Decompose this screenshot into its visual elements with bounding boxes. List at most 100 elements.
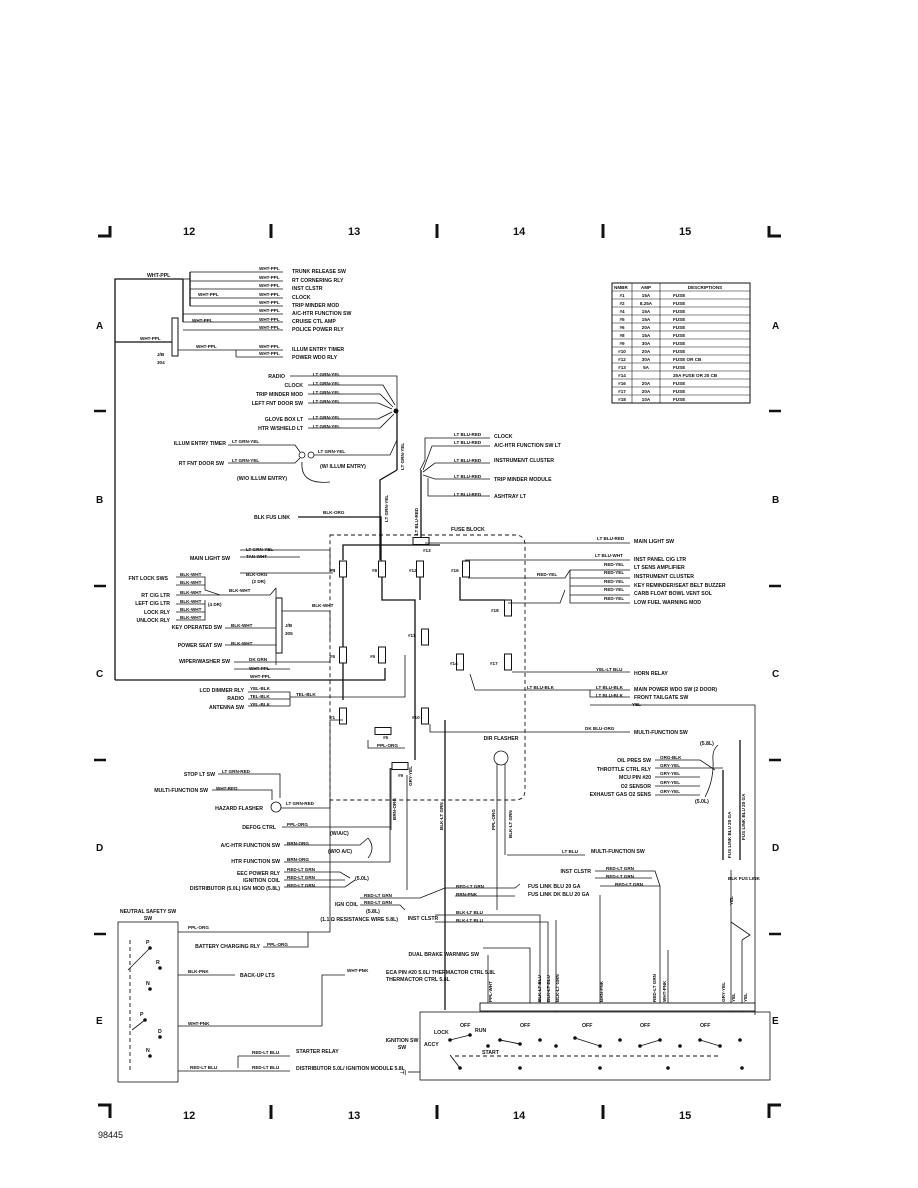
fuse-symbol <box>412 537 430 545</box>
svg-text:WHT-PNK: WHT-PNK <box>347 968 369 973</box>
row-label-left: A <box>96 321 103 332</box>
svg-text:PPL-ORG: PPL-ORG <box>377 743 398 748</box>
svg-text:RED-LT GRN: RED-LT GRN <box>652 973 657 1002</box>
fuse-symbol <box>416 560 424 578</box>
col-label-bottom: 12 <box>183 1110 195 1122</box>
svg-text:WHT-PPL: WHT-PPL <box>249 666 270 671</box>
svg-text:STARTER RELAY: STARTER RELAY <box>296 1049 339 1055</box>
svg-text:OFF: OFF <box>582 1023 592 1029</box>
fuse-table-cell: FUSE <box>673 381 685 386</box>
svg-text:INST CLSTR: INST CLSTR <box>560 869 591 875</box>
svg-text:BLK-WHT: BLK-WHT <box>180 572 202 577</box>
fuse-label: #4 <box>330 568 336 573</box>
fuse-table-cell: #14 <box>618 373 626 378</box>
svg-text:BLK-WHT: BLK-WHT <box>229 588 251 593</box>
svg-text:BLK-LT BLU: BLK-LT BLU <box>456 910 484 915</box>
switch-contact <box>738 1038 742 1042</box>
svg-text:BACK-UP LTS: BACK-UP LTS <box>240 973 275 979</box>
svg-text:RED-LT BLU: RED-LT BLU <box>252 1065 280 1070</box>
svg-text:BRN-ORG: BRN-ORG <box>287 857 309 862</box>
row-label-right: E <box>772 1016 779 1027</box>
dir-flasher-symbol <box>493 750 509 766</box>
svg-text:PPL-ORG: PPL-ORG <box>267 942 288 947</box>
svg-text:BLK-WHT: BLK-WHT <box>180 615 202 620</box>
fuse-table-cell: 15A <box>642 293 651 298</box>
switch-contact <box>598 1066 602 1070</box>
fuse-table-cell: #9 <box>619 341 625 346</box>
svg-text:SW: SW <box>398 1045 406 1051</box>
neutral-safety-sw-box <box>117 921 179 1083</box>
svg-text:(W/O ILLUM ENTRY): (W/O ILLUM ENTRY) <box>237 476 287 482</box>
load-label: TRUNK RELEASE SW <box>292 269 346 275</box>
fuse-table-cell: 30A <box>642 357 651 362</box>
svg-text:LT GRN-RED: LT GRN-RED <box>222 769 251 774</box>
svg-text:WHT-PPL: WHT-PPL <box>259 317 280 322</box>
svg-text:LT BLU-RED: LT BLU-RED <box>454 440 482 445</box>
svg-text:RED-YEL: RED-YEL <box>604 579 624 584</box>
svg-text:BLK-LT GRN: BLK-LT GRN <box>439 802 444 830</box>
svg-text:(W/A/C): (W/A/C) <box>330 831 349 837</box>
svg-text:RED-LT GRN: RED-LT GRN <box>606 874 635 879</box>
fuse-table-cell: 15A <box>642 309 651 314</box>
fuse-label: #13 <box>423 548 431 553</box>
fuse-symbol <box>456 653 464 671</box>
svg-text:LT GRN-YEL: LT GRN-YEL <box>313 372 340 377</box>
fuse-symbol <box>339 646 347 664</box>
svg-text:LT BLU-BLK: LT BLU-BLK <box>527 685 555 690</box>
svg-text:J/B: J/B <box>285 623 293 628</box>
svg-text:LT GRN-YEL: LT GRN-YEL <box>384 495 389 522</box>
svg-text:MULTI-FUNCTION SW: MULTI-FUNCTION SW <box>591 849 645 855</box>
svg-text:WHT-PPL: WHT-PPL <box>259 266 280 271</box>
svg-text:RED-LT GRN: RED-LT GRN <box>287 883 316 888</box>
fuse-label: #11 <box>408 633 416 638</box>
svg-text:KEY OPERATED SW: KEY OPERATED SW <box>172 625 222 631</box>
svg-text:RED-LT GRN: RED-LT GRN <box>456 884 485 889</box>
col-label-bottom: 14 <box>513 1110 526 1122</box>
load-label: CLOCK <box>292 295 311 301</box>
fuse-symbol <box>378 646 386 664</box>
svg-text:POWER SEAT SW: POWER SEAT SW <box>178 643 222 649</box>
svg-text:BATTERY CHARGING RLY: BATTERY CHARGING RLY <box>195 944 260 950</box>
svg-text:RADIO: RADIO <box>227 696 244 702</box>
fuse-table-cell: #8 <box>619 333 625 338</box>
wire-label: WHT-PPL <box>147 273 171 279</box>
svg-text:START: START <box>482 1050 500 1056</box>
svg-text:P: P <box>146 940 150 946</box>
fuse-table-cell: #5 <box>619 317 625 322</box>
svg-text:LOCK: LOCK <box>434 1030 449 1036</box>
col-label-top: 14 <box>513 226 526 238</box>
svg-text:EXHAUST GAS O2 SENS: EXHAUST GAS O2 SENS <box>590 792 652 798</box>
svg-text:RED-LT GRN: RED-LT GRN <box>287 875 316 880</box>
figure-number: 98445 <box>98 1130 123 1140</box>
ignition-switch-box <box>419 1011 771 1081</box>
fuse-table-cell: #12 <box>618 357 626 362</box>
sensors: (5.8L) OIL PRES SW THROTTLE CTRL RLY MCU… <box>590 740 746 860</box>
svg-text:(2 DR): (2 DR) <box>252 579 266 584</box>
svg-text:WHT-PNK: WHT-PNK <box>188 1021 210 1026</box>
svg-text:LOW FUEL WARNING MOD: LOW FUEL WARNING MOD <box>634 600 701 606</box>
svg-text:INST PANEL CIG LTR: INST PANEL CIG LTR <box>634 557 686 563</box>
switch-contact <box>554 1044 558 1048</box>
svg-text:D: D <box>158 1029 162 1035</box>
fuse-label: #10 <box>412 715 420 720</box>
row-label-right: D <box>772 843 779 854</box>
fuse-table-cell: 20A <box>642 381 651 386</box>
fuse-symbol <box>421 707 429 725</box>
svg-text:OIL PRES SW: OIL PRES SW <box>617 758 651 764</box>
svg-text:BRN-PNK: BRN-PNK <box>599 980 604 1002</box>
svg-text:BLK-WHT: BLK-WHT <box>180 580 202 585</box>
svg-text:DK BLU-ORG: DK BLU-ORG <box>585 726 615 731</box>
fuse-symbol <box>378 560 386 578</box>
switch-contact <box>740 1066 744 1070</box>
svg-text:TRIP MINDER MODULE: TRIP MINDER MODULE <box>494 477 552 483</box>
svg-text:RUN: RUN <box>475 1028 486 1034</box>
fuse-table-cell: 8.25A <box>640 301 653 306</box>
svg-text:(1.1 Ω RESISTANCE WIRE 5.8L): (1.1 Ω RESISTANCE WIRE 5.8L) <box>320 917 398 923</box>
svg-text:RED-YEL: RED-YEL <box>604 596 624 601</box>
svg-text:LEFT FNT DOOR SW: LEFT FNT DOOR SW <box>252 401 303 407</box>
svg-text:LT GRN-YEL: LT GRN-YEL <box>246 547 273 552</box>
fuse-symbol <box>462 560 470 578</box>
svg-text:FNT LOCK SWS: FNT LOCK SWS <box>129 576 169 582</box>
svg-text:CARB FLOAT BOWL VENT SOL: CARB FLOAT BOWL VENT SOL <box>634 591 713 597</box>
